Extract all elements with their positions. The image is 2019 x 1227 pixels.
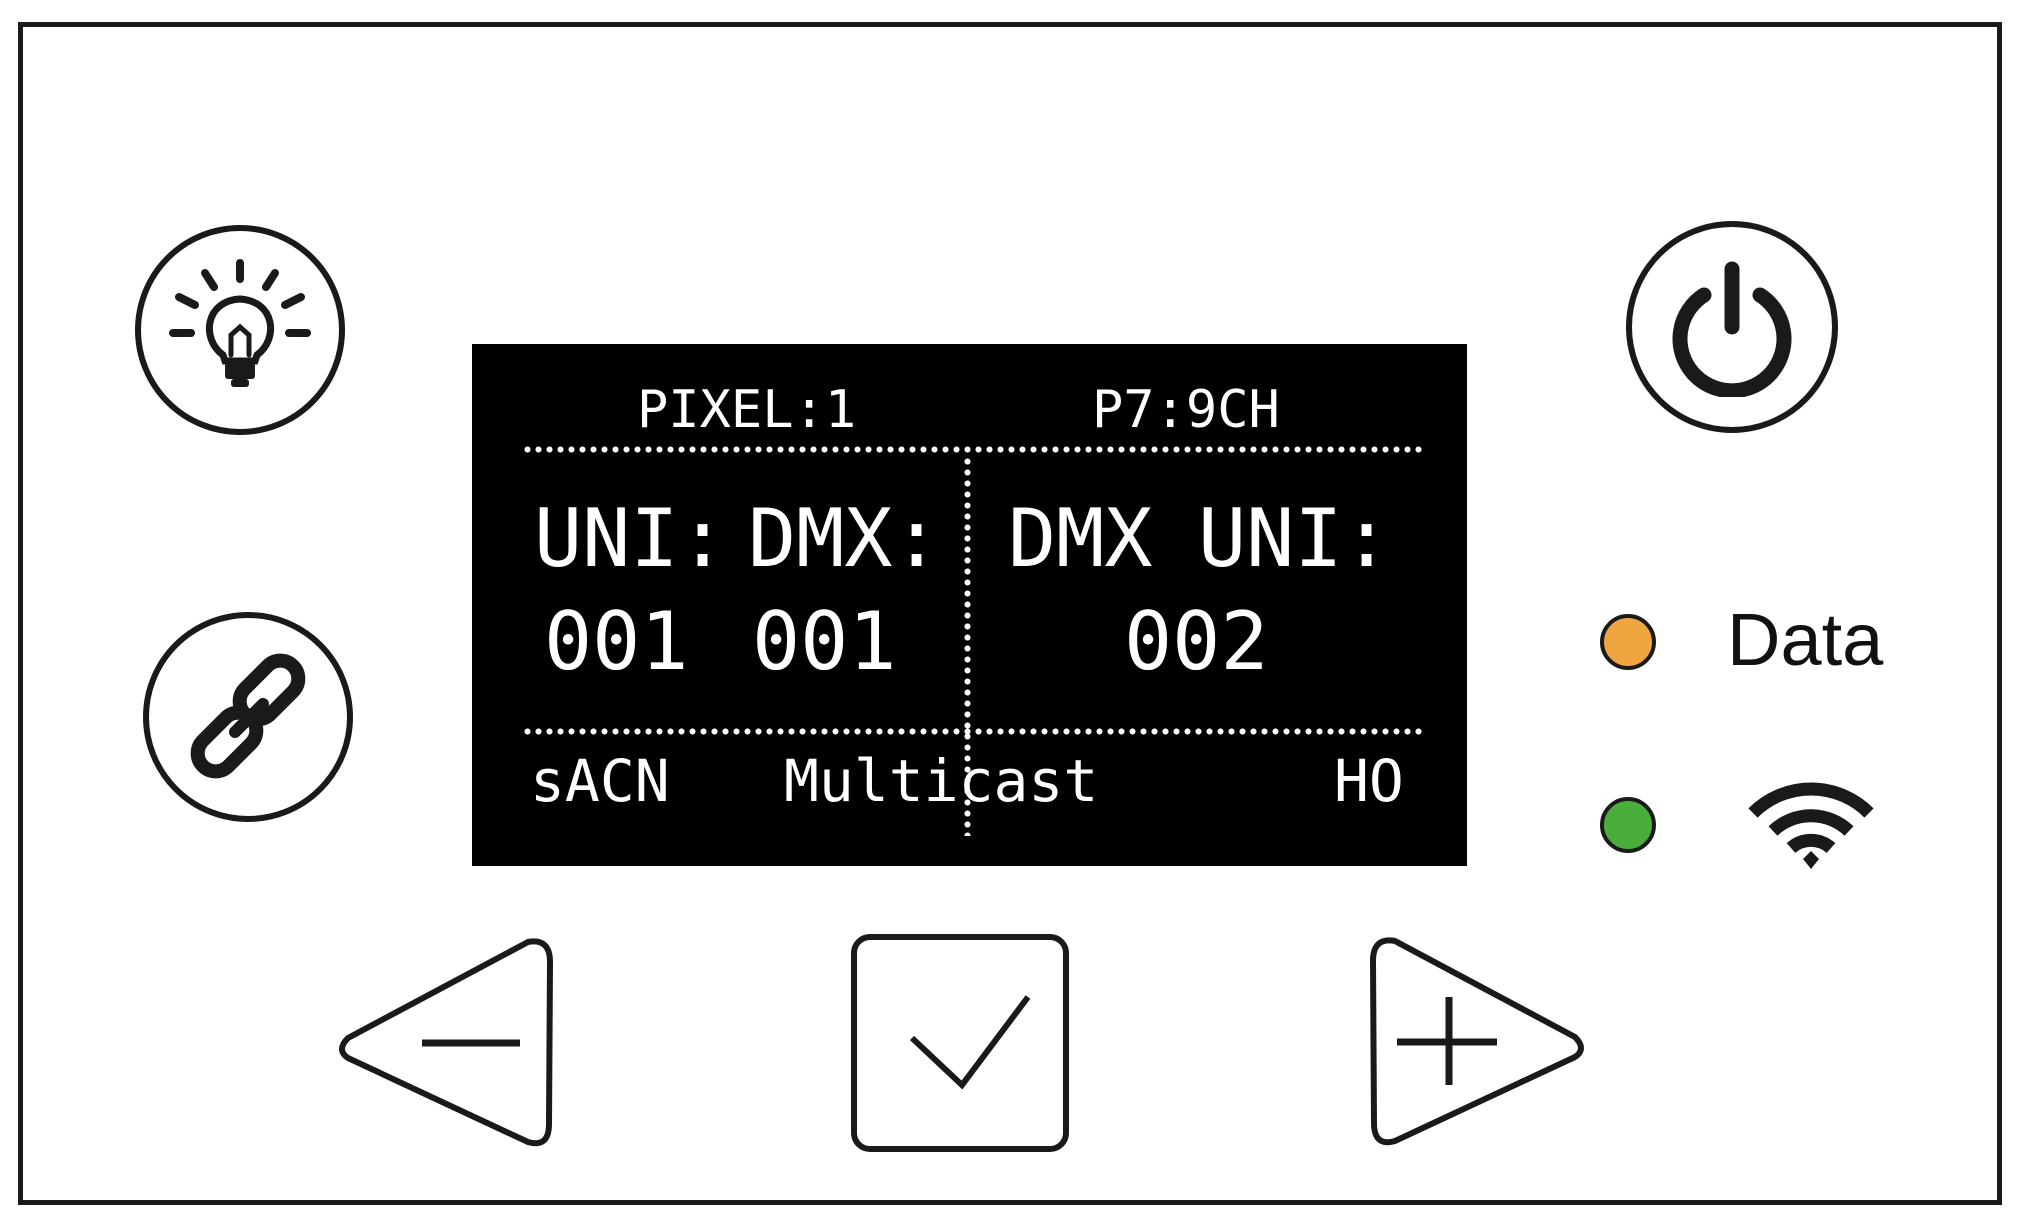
lcd-display: PIXEL:1 P7:9CH UNI: DMX: 001 001 DMX UNI… bbox=[472, 344, 1467, 866]
footer-mode: Multicast bbox=[784, 747, 1099, 815]
lightbulb-icon bbox=[169, 259, 311, 387]
dmx-label-right: DMX bbox=[1008, 492, 1153, 585]
uni-value-left: 001 bbox=[544, 595, 689, 688]
top-divider bbox=[522, 446, 1422, 453]
middle-divider bbox=[964, 456, 971, 836]
header-profile: P7:9CH bbox=[1092, 380, 1280, 440]
uni-label-left: UNI: bbox=[534, 492, 727, 585]
power-button[interactable] bbox=[1626, 221, 1838, 433]
dmx-value-right: 002 bbox=[1124, 595, 1269, 688]
decrease-button[interactable] bbox=[332, 934, 557, 1152]
power-icon bbox=[1672, 261, 1792, 397]
footer-protocol: sACN bbox=[530, 747, 670, 815]
checkmark-icon bbox=[909, 995, 1031, 1090]
data-label: Data bbox=[1727, 598, 1884, 681]
confirm-button[interactable] bbox=[850, 933, 1070, 1153]
dmx-value-left: 001 bbox=[752, 595, 897, 688]
wifi-led bbox=[1600, 797, 1656, 853]
footer-output: HO bbox=[1334, 747, 1404, 815]
increase-button[interactable] bbox=[1367, 933, 1592, 1151]
light-button[interactable] bbox=[135, 225, 345, 435]
header-pixel: PIXEL:1 bbox=[637, 380, 857, 440]
link-icon bbox=[190, 653, 306, 779]
data-led bbox=[1600, 614, 1656, 670]
plus-icon bbox=[1397, 997, 1497, 1085]
link-button[interactable] bbox=[143, 612, 353, 822]
dmx-label-left: DMX: bbox=[748, 492, 941, 585]
uni-label-right: UNI: bbox=[1198, 492, 1391, 585]
bottom-divider bbox=[522, 728, 1422, 735]
wifi-icon bbox=[1748, 782, 1874, 869]
